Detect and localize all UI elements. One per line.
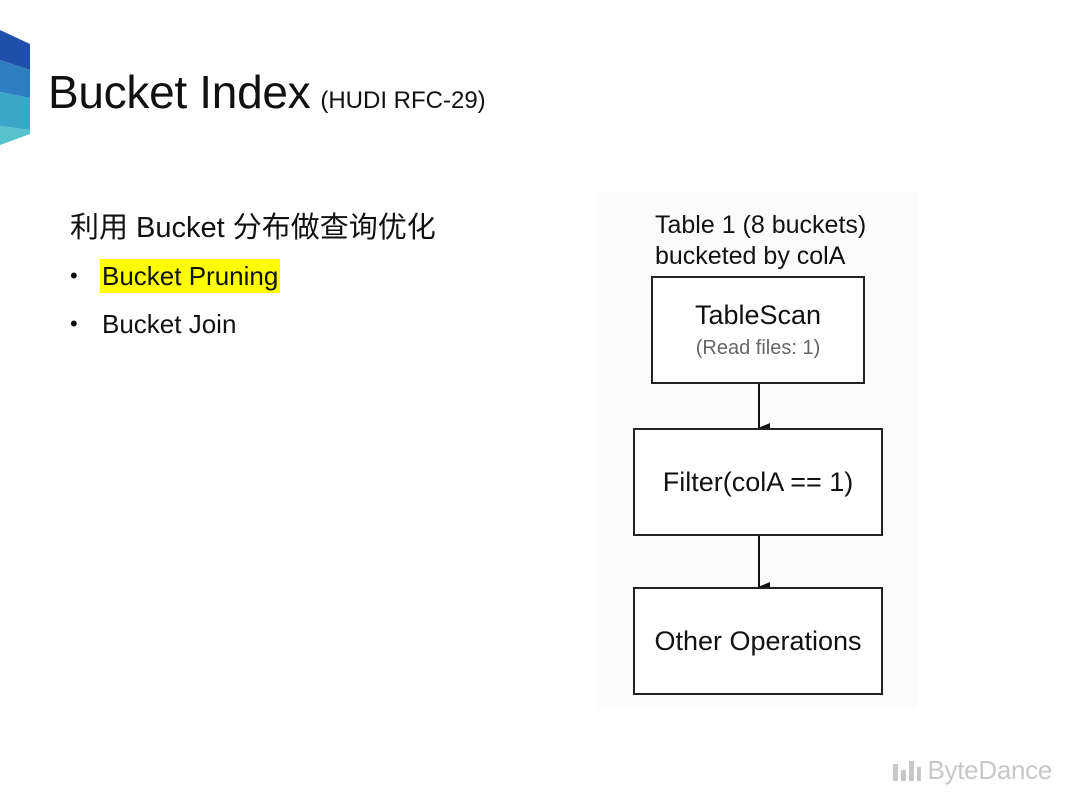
bullet-text: Bucket Join [102, 309, 237, 339]
bullet-list: • Bucket Pruning • Bucket Join [70, 258, 570, 342]
bullet-dot-icon: • [70, 263, 78, 288]
bullet-dot-icon: • [70, 311, 78, 336]
accent-block-4 [0, 126, 30, 145]
bytedance-logo-text: ByteDance [927, 755, 1053, 785]
slide-title-subtitle: (HUDI RFC-29) [320, 87, 486, 114]
node-filter-label: Filter(colA == 1) [662, 467, 854, 497]
accent-block-2 [0, 60, 30, 98]
diagram-caption-line-2: bucketed by colA [655, 242, 846, 270]
bytedance-logo: ByteDance [892, 755, 1052, 786]
bullet-item-bucket-join: • Bucket Join [70, 306, 570, 342]
slide-content: 利用 Bucket 分布做查询优化 • Bucket Pruning • Buc… [70, 208, 570, 354]
diagram-caption: Table 1 (8 buckets) bucketed by colA [655, 210, 866, 272]
query-plan-diagram: Table 1 (8 buckets) bucketed by colA Tab… [598, 192, 918, 708]
slide-title-main: Bucket Index [48, 66, 311, 118]
slide-title: Bucket Index (HUDI RFC-29) [48, 64, 486, 120]
bullet-item-bucket-pruning: • Bucket Pruning [70, 258, 570, 294]
node-other-operations: Other Operations [633, 587, 883, 695]
slide-accent-bar [0, 30, 30, 145]
node-tablescan: TableScan (Read files: 1) [651, 276, 865, 384]
diagram-edges [758, 384, 770, 592]
node-other-operations-label: Other Operations [654, 626, 862, 656]
node-filter: Filter(colA == 1) [633, 428, 883, 536]
content-heading: 利用 Bucket 分布做查询优化 [70, 212, 436, 244]
node-tablescan-sublabel: (Read files: 1) [695, 337, 821, 359]
node-tablescan-label: TableScan [694, 300, 822, 330]
accent-block-3 [0, 92, 30, 130]
accent-block-1 [0, 30, 30, 70]
diagram-caption-line-1: Table 1 (8 buckets) [655, 211, 867, 239]
bytedance-logo-icon [892, 760, 921, 781]
bullet-text: Bucket Pruning [100, 259, 281, 293]
